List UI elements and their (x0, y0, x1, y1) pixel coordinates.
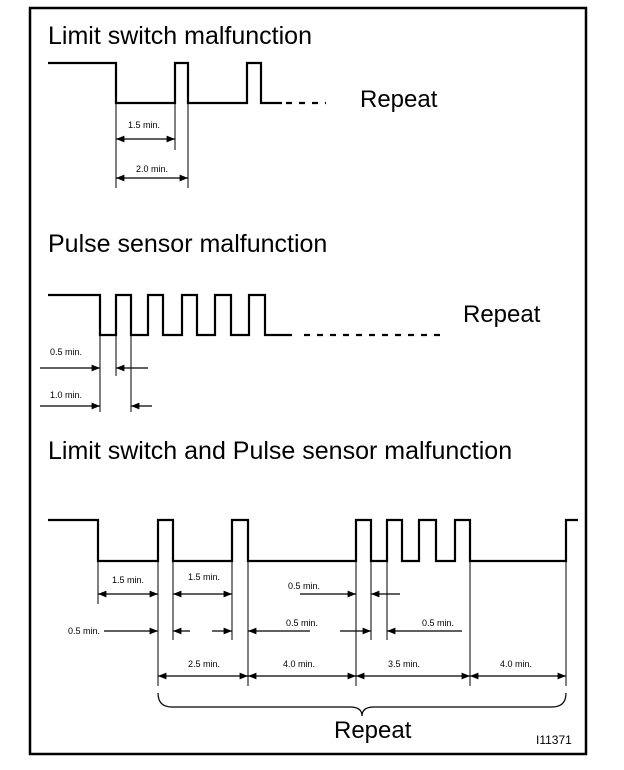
limit-switch-waveform (48, 61, 282, 105)
limit-switch-dim-label: 2.0 min. (136, 164, 168, 174)
pulse-sensor-dim-label: 1.0 min. (50, 390, 82, 400)
combined-dim-label: 2.5 min. (188, 659, 220, 669)
combined-dim-label: 3.5 min. (388, 659, 420, 669)
combined-dim-label: 1.5 min. (112, 575, 144, 585)
figure-id: I11371 (536, 733, 572, 747)
combined-dim-label: 0.5 min. (422, 618, 454, 628)
combined-dim-label: 0.5 min. (68, 626, 100, 636)
pulse-sensor-waveform (48, 293, 292, 337)
combined-dim-label: 0.5 min. (286, 618, 318, 628)
limit-switch-repeat-label: Repeat (360, 86, 438, 113)
pulse-sensor-section: Pulse sensor malfunction Repeat 0.5 min.… (40, 230, 541, 412)
combined-dim-label: 4.0 min. (283, 659, 315, 669)
combined-waveform (48, 518, 578, 563)
repeat-brace (157, 692, 567, 717)
combined-dim-label: 0.5 min. (288, 581, 320, 591)
pulse-sensor-title: Pulse sensor malfunction (48, 230, 327, 258)
combined-section: Limit switch and Pulse sensor malfunctio… (48, 437, 578, 744)
pulse-sensor-dim-label: 0.5 min. (50, 347, 82, 357)
pulse-sensor-repeat-label: Repeat (463, 301, 541, 328)
limit-switch-dim-label: 1.5 min. (128, 120, 160, 130)
combined-title: Limit switch and Pulse sensor malfunctio… (48, 437, 512, 465)
combined-dim-label: 1.5 min. (188, 572, 220, 582)
limit-switch-title: Limit switch malfunction (48, 22, 312, 50)
combined-dim-label: 4.0 min. (500, 659, 532, 669)
limit-switch-section: Limit switch malfunction Repeat 1.5 min.… (48, 22, 438, 188)
combined-repeat-label: Repeat (334, 717, 412, 744)
diagram-frame (28, 6, 588, 756)
